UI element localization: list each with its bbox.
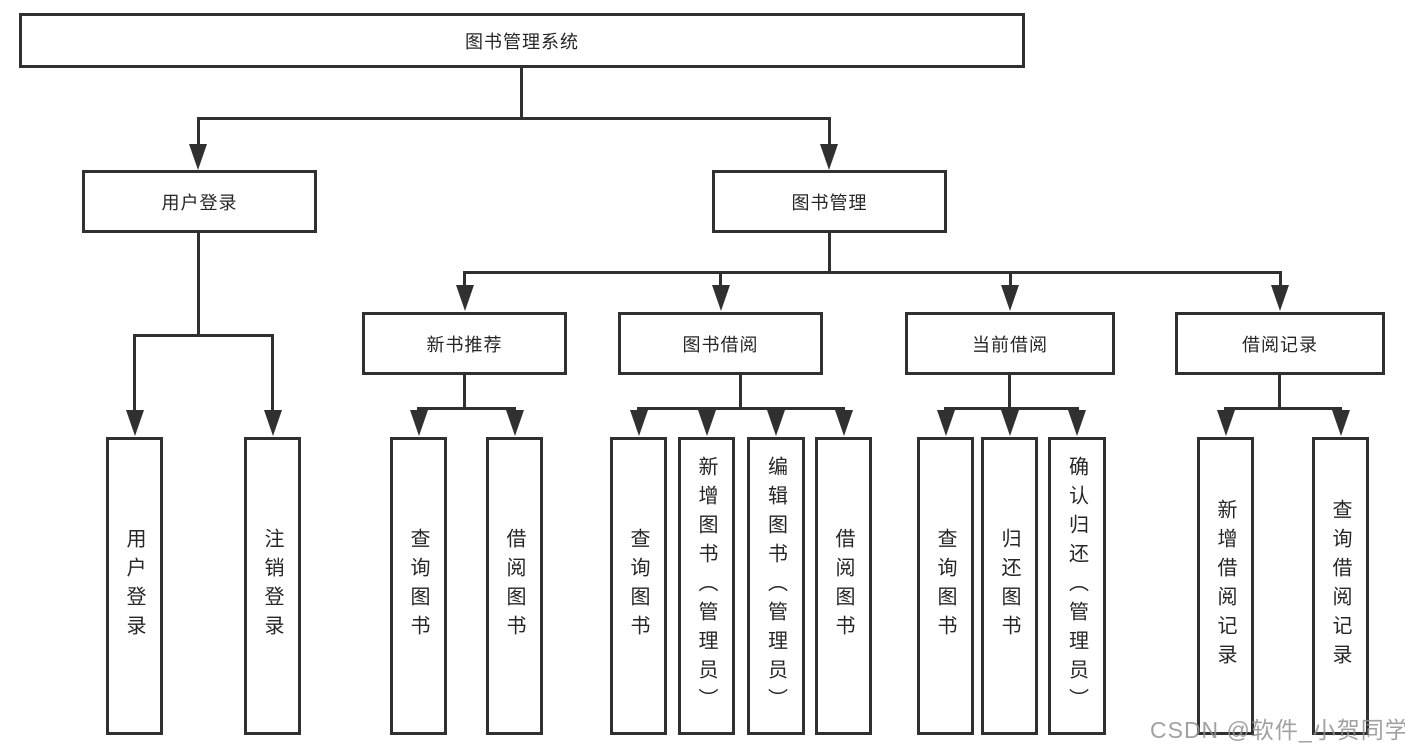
connector-drop-records [1279, 271, 1282, 287]
connector-bb-hline [637, 407, 845, 410]
connector-bookmgmt-hline [463, 271, 1281, 274]
arrow-down-icon [698, 410, 716, 436]
connector-drop-borrow [719, 271, 722, 287]
leaf-bb-borrow-book: 借阅图书 [815, 437, 872, 735]
leaf-bb-query-book: 查询图书 [610, 437, 667, 735]
leaf-cb-confirm-return-admin: 确认归还（管理员） [1048, 437, 1106, 735]
connector-userlogin-stub [197, 233, 200, 337]
arrow-down-icon [1332, 410, 1350, 436]
node-user-login: 用户登录 [82, 170, 317, 233]
connector-drop-login [133, 334, 136, 412]
arrow-down-icon [767, 410, 785, 436]
arrow-down-icon [126, 410, 144, 436]
arrow-down-icon [1271, 285, 1289, 311]
connector-rec-hline [417, 407, 516, 410]
arrow-down-icon [1217, 410, 1235, 436]
connector-drop-newbook [463, 271, 466, 287]
arrow-down-icon [506, 410, 524, 436]
leaf-cb-query-book: 查询图书 [917, 437, 974, 735]
connector-cb-stub [1008, 375, 1011, 410]
arrow-down-icon [835, 410, 853, 436]
connector-root-stub [520, 68, 523, 120]
connector-br-hline [1224, 407, 1342, 410]
connector-br-stub [1278, 375, 1281, 410]
arrow-down-icon [712, 285, 730, 311]
arrow-down-icon [630, 410, 648, 436]
connector-bb-stub [739, 375, 742, 410]
arrow-down-icon [189, 144, 207, 170]
node-current-borrow: 当前借阅 [905, 312, 1115, 375]
node-book-management: 图书管理 [712, 170, 947, 233]
connector-drop-book-mgmt [828, 117, 831, 145]
leaf-logout-login: 注销登录 [244, 437, 301, 735]
connector-root-hline [197, 117, 831, 120]
connector-userlogin-hline [133, 334, 274, 337]
node-borrow-records: 借阅记录 [1175, 312, 1385, 375]
node-root-library-system: 图书管理系统 [19, 13, 1025, 68]
leaf-rec-query-book: 查询图书 [390, 437, 447, 735]
arrow-down-icon [1001, 410, 1019, 436]
arrow-down-icon [264, 410, 282, 436]
node-book-borrow: 图书借阅 [618, 312, 823, 375]
connector-drop-user-login [197, 117, 200, 145]
arrow-down-icon [1068, 410, 1086, 436]
node-new-book-recommend: 新书推荐 [362, 312, 567, 375]
leaf-br-query-record: 查询借阅记录 [1312, 437, 1369, 735]
leaf-user-login: 用户登录 [106, 437, 163, 735]
leaf-bb-add-book-admin: 新增图书（管理员） [678, 437, 735, 735]
arrow-down-icon [410, 410, 428, 436]
arrow-down-icon [820, 144, 838, 170]
connector-cb-hline [944, 407, 1079, 410]
csdn-watermark: CSDN @软件_小贺同学 [1150, 717, 1405, 743]
leaf-cb-return-book: 归还图书 [981, 437, 1038, 735]
arrow-down-icon [1001, 285, 1019, 311]
arrow-down-icon [456, 285, 474, 311]
leaf-br-add-record: 新增借阅记录 [1197, 437, 1254, 735]
connector-rec-stub [463, 375, 466, 410]
arrow-down-icon [937, 410, 955, 436]
connector-drop-current [1009, 271, 1012, 287]
leaf-bb-edit-book-admin: 编辑图书（管理员） [747, 437, 805, 735]
connector-bookmgmt-stub [828, 233, 831, 274]
connector-drop-logout [271, 334, 274, 412]
leaf-rec-borrow-book: 借阅图书 [486, 437, 543, 735]
